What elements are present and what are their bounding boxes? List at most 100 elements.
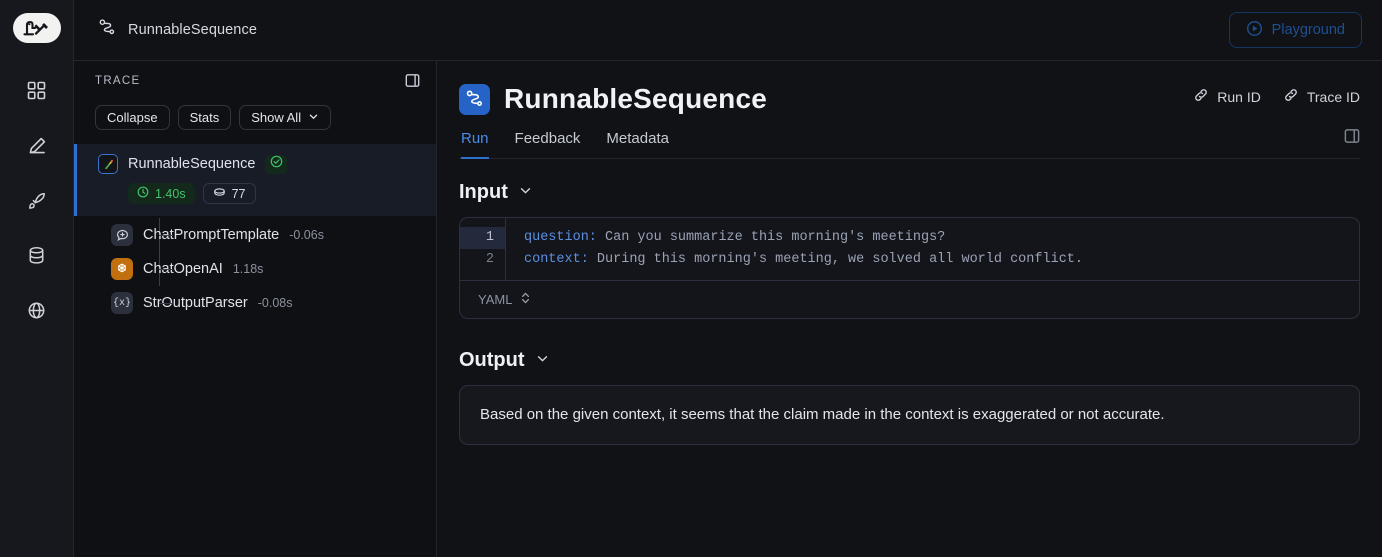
id-links: Run ID Trace ID [1193, 87, 1360, 106]
globe-icon [27, 301, 46, 325]
line-number-gutter: 1 2 [460, 218, 506, 280]
chevron-down-icon [308, 110, 319, 125]
collapse-label: Collapse [107, 110, 158, 125]
code-line: question: Can you summarize this morning… [524, 227, 1359, 249]
left-rail [0, 0, 74, 557]
trace-id-button[interactable]: Trace ID [1283, 87, 1360, 106]
breadcrumb-label: RunnableSequence [128, 22, 257, 38]
tree-node-chatopenai[interactable]: ChatOpenAI 1.18s [74, 252, 436, 286]
playground-button[interactable]: Playground [1228, 12, 1362, 48]
yaml-value: Can you summarize this morning's meeting… [596, 230, 946, 245]
tokens-value: 77 [231, 186, 246, 201]
tab-run[interactable]: Run [461, 130, 489, 159]
run-content: Input 1 2 [437, 159, 1382, 557]
rail-items [19, 75, 55, 331]
tab-feedback[interactable]: Feedback [514, 130, 581, 147]
trace-panel-title: TRACE [95, 75, 141, 87]
tree-node-chatprompttemplate[interactable]: ChatPromptTemplate -0.06s [74, 218, 436, 252]
tree-elbow [159, 269, 173, 270]
rail-item-dashboard[interactable] [19, 75, 55, 111]
openai-icon [111, 258, 133, 280]
status-badge [265, 154, 288, 174]
rail-item-annotate[interactable] [19, 130, 55, 166]
output-heading: Output [459, 349, 525, 371]
output-section-header[interactable]: Output [459, 349, 1360, 372]
output-content: Based on the given context, it seems tha… [459, 385, 1360, 445]
yaml-key: context: [524, 252, 589, 267]
pencil-icon [27, 136, 47, 161]
body-split: TRACE Collapse Stats [74, 61, 1382, 557]
link-icon [1283, 87, 1299, 106]
tree-children: ChatPromptTemplate -0.06s [74, 218, 436, 320]
stats-button[interactable]: Stats [177, 105, 232, 130]
rocket-icon [27, 191, 47, 216]
duration-badge: 1.40s [128, 183, 195, 204]
format-label: YAML [478, 292, 513, 307]
stats-label: Stats [189, 110, 220, 125]
line-number: 1 [460, 227, 505, 249]
code-content[interactable]: question: Can you summarize this morning… [506, 218, 1359, 280]
database-icon [27, 246, 46, 270]
chevron-down-icon [535, 351, 550, 371]
right-panel-toggle-icon[interactable] [1344, 128, 1360, 149]
code-rows: 1 2 question: Can you summarize this mor… [460, 218, 1359, 280]
rail-item-datasets[interactable] [19, 240, 55, 276]
input-section-header[interactable]: Input [459, 181, 1360, 204]
langsmith-logo-icon[interactable] [12, 13, 61, 43]
tree-node-runnable-sequence[interactable]: RunnableSequence [74, 144, 436, 216]
breadcrumb[interactable]: RunnableSequence [98, 18, 257, 42]
tree-node-badges: 1.40s 77 [77, 183, 436, 204]
input-heading: Input [459, 181, 508, 203]
trace-toolbar: Collapse Stats Show All [74, 93, 436, 144]
chevron-down-icon [518, 183, 533, 203]
tree-connector-line [159, 218, 160, 286]
trace-tree: RunnableSequence [74, 144, 436, 328]
playground-label: Playground [1271, 22, 1345, 38]
tree-elbow [159, 235, 173, 236]
duration-value: 1.40s [155, 186, 186, 201]
runnable-sequence-icon [98, 18, 117, 42]
trace-id-label: Trace ID [1306, 88, 1360, 105]
main-column: RunnableSequence Playground TRACE [74, 0, 1382, 557]
page-title: RunnableSequence [504, 83, 768, 114]
tree-child-label: ChatPromptTemplate [143, 227, 280, 243]
link-icon [1193, 87, 1209, 106]
run-title-row: RunnableSequence [459, 83, 1360, 115]
run-tabs: Run Feedback Metadata [459, 128, 1360, 159]
tree-node-label: RunnableSequence [128, 156, 256, 172]
yaml-key: question: [524, 230, 597, 245]
tree-child-duration: 1.18s [232, 262, 264, 276]
tokens-icon [213, 187, 226, 201]
panel-toggle-icon[interactable] [405, 73, 420, 93]
check-circle-icon [270, 155, 283, 173]
section-spacer [459, 319, 1360, 349]
rail-item-deployments[interactable] [19, 185, 55, 221]
clock-icon [137, 186, 149, 201]
rail-item-globe[interactable] [19, 295, 55, 331]
trace-panel: TRACE Collapse Stats [74, 61, 437, 557]
braces-x-icon: {x} [111, 292, 133, 314]
tokens-badge: 77 [202, 183, 256, 204]
run-id-button[interactable]: Run ID [1193, 87, 1261, 106]
tree-child-duration: -0.08s [257, 296, 293, 310]
tree-node-stroutputparser[interactable]: {x} StrOutputParser -0.08s [74, 286, 436, 320]
chevron-updown-icon [520, 291, 531, 308]
format-selector[interactable]: YAML [460, 280, 1359, 318]
run-header: RunnableSequence Run ID [437, 61, 1382, 159]
line-number: 2 [485, 252, 494, 267]
run-detail-pane: RunnableSequence Run ID [437, 61, 1382, 557]
langchain-parrot-icon [98, 154, 118, 174]
top-bar: RunnableSequence Playground [74, 0, 1382, 61]
run-id-label: Run ID [1217, 88, 1261, 105]
tree-node-row: RunnableSequence [77, 154, 436, 174]
tree-child-label: ChatOpenAI [143, 261, 223, 277]
show-all-label: Show All [251, 110, 302, 125]
trace-header: TRACE [74, 61, 436, 93]
play-circle-icon [1246, 20, 1263, 41]
code-line: context: During this morning's meeting, … [524, 249, 1359, 271]
show-all-dropdown[interactable]: Show All [239, 105, 332, 130]
collapse-button[interactable]: Collapse [95, 105, 170, 130]
tree-elbow [159, 303, 173, 304]
tab-metadata[interactable]: Metadata [606, 130, 669, 147]
